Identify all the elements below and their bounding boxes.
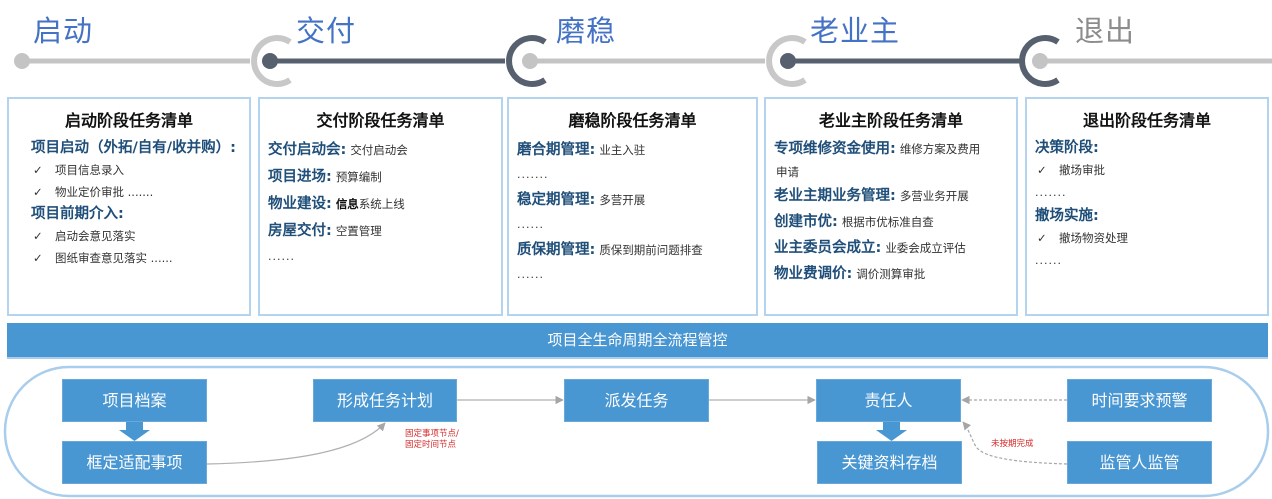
ellipsis: .......	[1035, 186, 1067, 199]
task-entry: 业主委员会成立:业委会成立评估	[774, 240, 966, 256]
stage-dot	[522, 53, 538, 69]
check-icon: ✓	[1037, 231, 1047, 245]
check-icon: ✓	[33, 251, 43, 265]
task-entry: 创建市优:根据市优标准自查	[774, 214, 934, 230]
ellipsis: .......	[517, 168, 549, 181]
stage-timeline	[14, 35, 1272, 87]
task-entry: 项目进场:预算编制	[268, 169, 382, 185]
flow-box-task-plan: 形成任务计划	[313, 379, 457, 422]
task-entry: 交付启动会:交付启动会	[268, 142, 408, 158]
task-entry: 物业费调价:调价测算审批	[774, 266, 926, 282]
stage-dot	[262, 53, 278, 69]
stage-ring-marker	[766, 35, 807, 87]
checklist-item: ✓项目信息录入	[31, 159, 241, 181]
checklist-item: ✓撤场审批	[1035, 159, 1259, 181]
ellipsis: ......	[268, 250, 295, 263]
task-card-old-owner: 老业主阶段任务清单 专项维修资金使用:维修方案及费用 申请 老业主期业务管理:多…	[764, 97, 1018, 316]
card-title: 磨稳阶段任务清单	[568, 111, 697, 130]
checklist-item: ✓启动会意见落实	[31, 225, 241, 247]
task-entry: 物业建设:信息系统上线	[268, 196, 405, 212]
task-card-startup: 启动阶段任务清单 项目启动（外拓/自有/收并购）: ✓项目信息录入 ✓物业定价审…	[7, 97, 251, 316]
connector-define-to-plan	[206, 422, 386, 465]
card-title: 退出阶段任务清单	[1082, 111, 1211, 130]
card-title: 老业主阶段任务清单	[818, 111, 963, 130]
stage-dot	[780, 53, 796, 69]
section-heading: 撤场实施:	[1035, 208, 1099, 224]
checklist-item: ✓物业定价审批 .......	[31, 181, 241, 203]
ellipsis: ......	[517, 268, 544, 281]
ellipsis: ......	[1035, 254, 1062, 267]
section-heading: 项目启动（外拓/自有/收并购）:	[31, 140, 236, 156]
stage-label-exit: 退出	[1075, 14, 1136, 48]
overdue-note: 未按期完成	[991, 439, 1034, 449]
stage-label-delivery: 交付	[296, 14, 357, 48]
flow-box-supervisor: 监管人监管	[1067, 441, 1212, 484]
section-heading: 项目前期介入:	[31, 206, 124, 222]
flow-box-owner: 责任人	[816, 379, 961, 422]
task-entry: 磨合期管理:业主入驻	[517, 142, 646, 158]
stage-ring-marker	[506, 35, 547, 87]
task-card-delivery: 交付阶段任务清单 交付启动会:交付启动会 项目进场:预算编制 物业建设:信息系统…	[258, 97, 503, 316]
connector-supervisor-to-owner	[962, 421, 1068, 465]
down-arrow-icon	[876, 422, 907, 441]
check-icon: ✓	[33, 185, 43, 199]
check-icon: ✓	[1037, 163, 1047, 177]
task-card-stabilization: 磨稳阶段任务清单 磨合期管理:业主入驻 ....... 稳定期管理:多营开展 .…	[507, 97, 758, 316]
card-title: 启动阶段任务清单	[64, 111, 193, 130]
plan-note: 固定事项节点/ 固定时间节点	[405, 429, 459, 450]
section-heading: 决策阶段:	[1035, 140, 1099, 156]
stage-ring-marker	[251, 35, 292, 87]
stage-label-stabilization: 磨稳	[556, 14, 617, 48]
checklist-item: ✓图纸审查意见落实 ......	[31, 247, 241, 269]
lifecycle-banner: 项目全生命周期全流程管控	[7, 323, 1268, 359]
task-card-exit: 退出阶段任务清单 决策阶段: ✓撤场审批 ....... 撤场实施: ✓撤场物资…	[1025, 97, 1269, 316]
stage-label-startup: 启动	[33, 14, 94, 48]
flow-container-outline	[3, 365, 1270, 498]
flow-box-time-warning: 时间要求预警	[1067, 379, 1212, 422]
stage-label-old-owner: 老业主	[810, 14, 901, 48]
down-arrow-icon	[119, 422, 150, 441]
check-icon: ✓	[33, 229, 43, 243]
task-entry: 老业主期业务管理:多营业务开展	[774, 188, 969, 204]
task-entry: 稳定期管理:多营开展	[517, 192, 646, 208]
flow-box-define-items: 框定适配事项	[62, 441, 207, 484]
timeline-start-dot	[14, 53, 30, 69]
task-entry: 质保期管理:质保到期前问题排查	[517, 242, 703, 258]
card-title: 交付阶段任务清单	[316, 111, 445, 130]
flow-box-archive-documents: 关键资料存档	[817, 441, 962, 484]
stage-ring-marker	[1019, 35, 1060, 87]
stage-dot	[1032, 53, 1048, 69]
flow-box-project-archive: 项目档案	[62, 379, 207, 422]
flow-box-dispatch-task: 派发任务	[564, 379, 709, 422]
checklist-item: ✓撤场物资处理	[1035, 227, 1259, 249]
task-entry-continued: 申请	[776, 165, 799, 179]
task-entry: 专项维修资金使用:维修方案及费用	[774, 141, 981, 157]
ellipsis: ......	[517, 218, 544, 231]
check-icon: ✓	[33, 163, 43, 177]
task-entry: 房屋交付:空置管理	[268, 223, 382, 239]
